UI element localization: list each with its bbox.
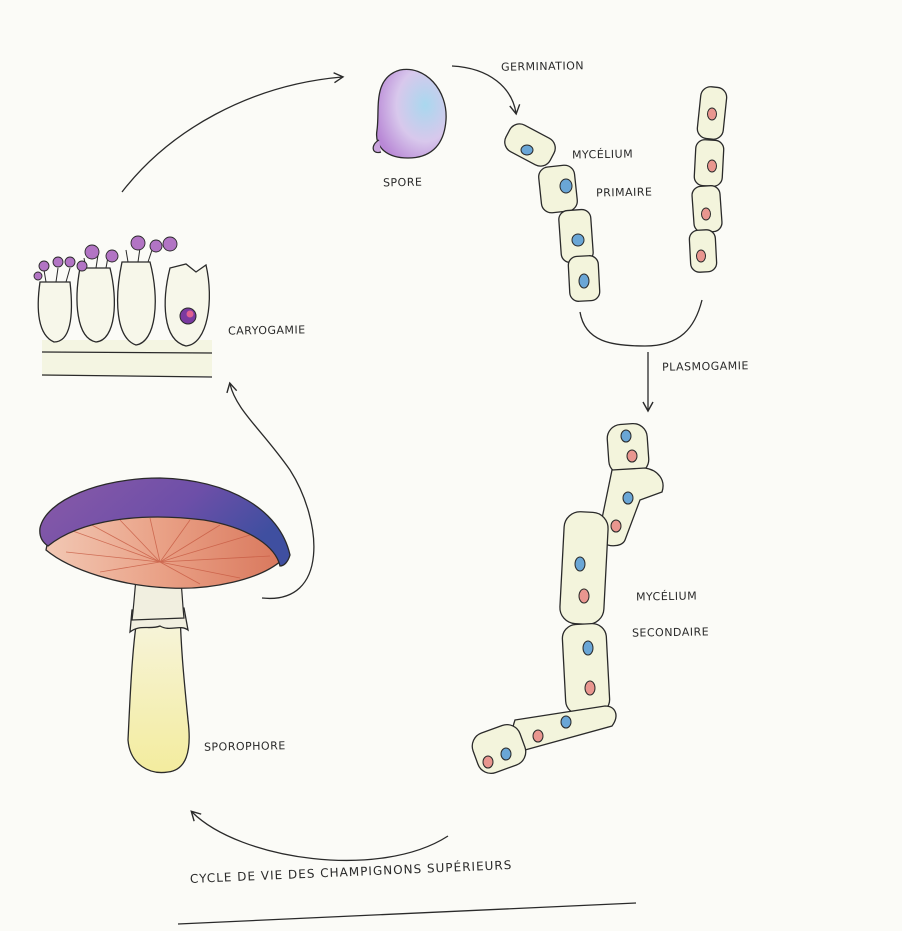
title-underline <box>178 903 636 924</box>
label-mycelium-secondaire-2: SECONDAIRE <box>632 625 709 639</box>
label-caryogamie: CARYOGAMIE <box>228 323 306 337</box>
label-mycelium-secondaire-1: MYCÉLIUM <box>636 589 697 603</box>
label-mycelium-primaire-1: MYCÉLIUM <box>572 147 633 161</box>
secondary-mycelium <box>468 423 663 778</box>
spore-cell <box>373 69 446 158</box>
label-plasmogamie: PLASMOGAMIE <box>662 359 749 374</box>
label-germination: GERMINATION <box>501 59 584 73</box>
label-mycelium-primaire-2: PRIMAIRE <box>596 186 653 200</box>
primary-mycelium-blue <box>501 120 600 302</box>
primary-mycelium-pink <box>689 86 728 273</box>
arrow-caryogamie-to-spore <box>122 77 342 192</box>
arrow-secondary-to-sporophore <box>192 812 448 860</box>
label-sporophore: SPOROPHORE <box>204 739 286 753</box>
label-spore: SPORE <box>383 176 423 190</box>
basidia-caryogamie <box>34 236 212 377</box>
mushroom-sporophore <box>40 478 290 773</box>
plasmogamie-brace <box>580 300 702 346</box>
